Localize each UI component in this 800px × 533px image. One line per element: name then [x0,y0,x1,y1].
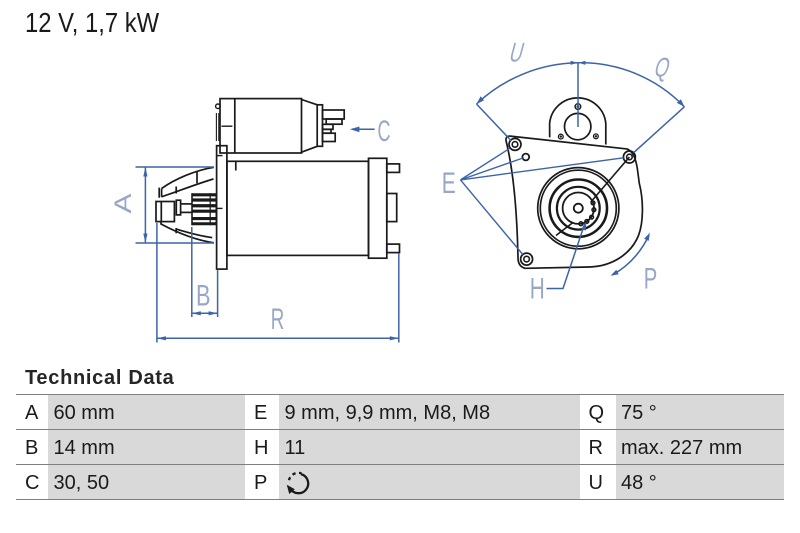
svg-text:H: H [530,273,545,306]
svg-text:E: E [442,167,456,200]
svg-text:R: R [271,303,285,336]
svg-text:A: A [110,194,137,214]
svg-text:Q: Q [651,52,673,82]
svg-text:P: P [644,262,658,295]
svg-text:C: C [378,115,391,148]
svg-text:U: U [506,37,527,67]
svg-text:B: B [196,279,211,312]
